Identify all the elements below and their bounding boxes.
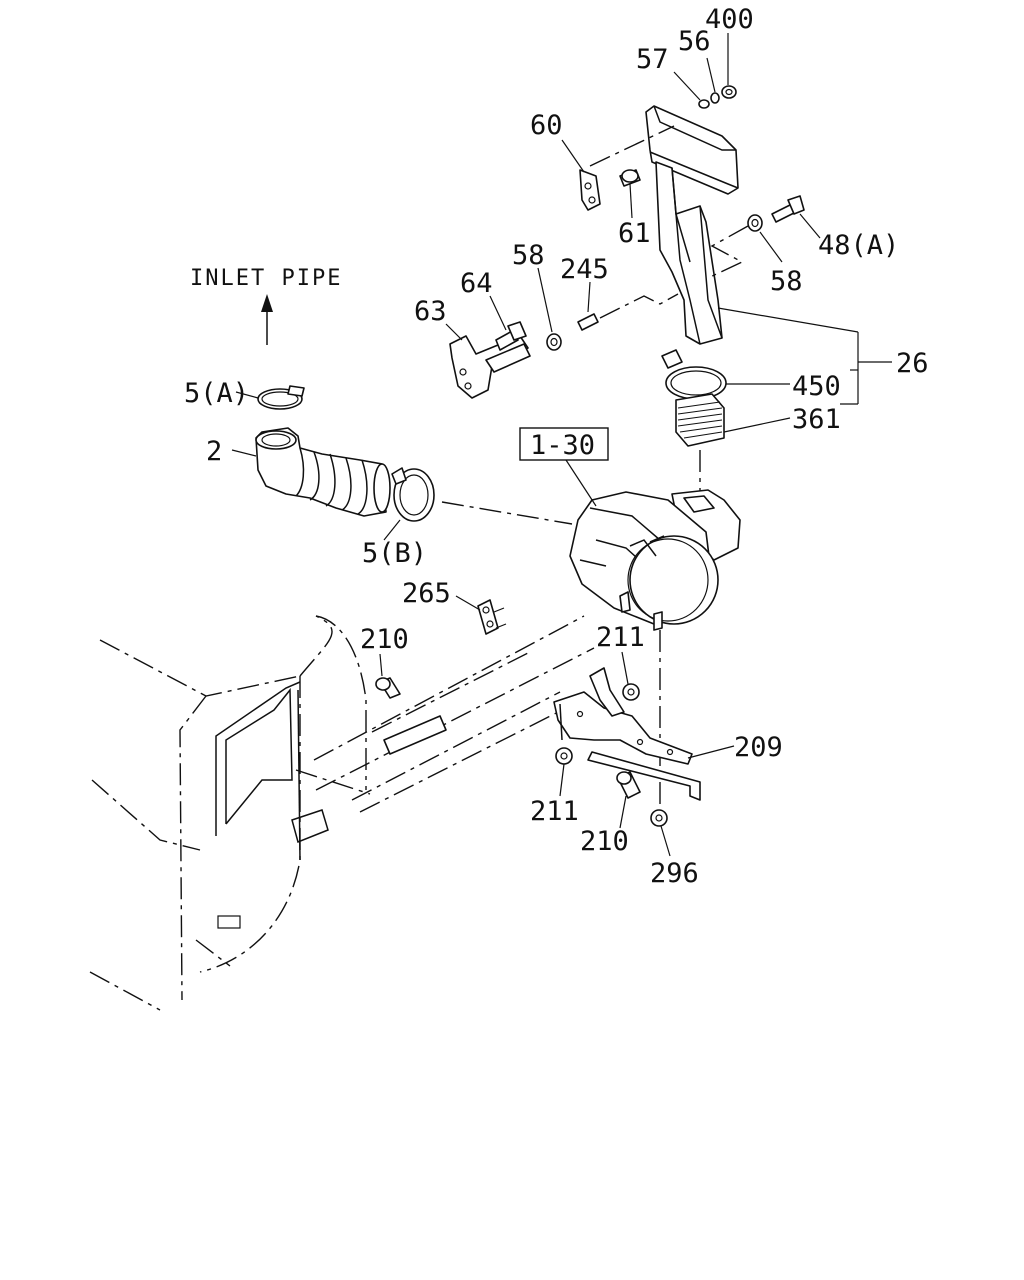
label-5a: 5(A): [184, 378, 249, 409]
label-210-upper: 210: [360, 624, 409, 655]
bolt-61: [619, 169, 641, 187]
label-57: 57: [636, 44, 669, 75]
bolt-210-lower: [616, 771, 641, 799]
leader-210-upper: [379, 653, 383, 677]
label-265: 265: [402, 578, 451, 609]
washer-58-left: [546, 333, 562, 351]
leader-2: [231, 449, 257, 457]
label-361: 361: [792, 404, 841, 435]
leader-296: [660, 825, 671, 857]
nut-211-upper: [622, 683, 640, 701]
leader-63: [445, 323, 463, 341]
dash-line-60: [589, 125, 675, 167]
leader-211-upper: [621, 651, 629, 685]
intake-hose-2: [255, 427, 391, 517]
leader-209: [687, 745, 735, 759]
label-296: 296: [650, 858, 699, 889]
leader-58-left: [537, 267, 553, 333]
leader-60: [561, 139, 585, 173]
label-2: 2: [206, 436, 222, 467]
clamp-5a: [257, 385, 305, 410]
leader-56: [706, 57, 716, 93]
bolt-48a: [771, 195, 805, 223]
label-5b: 5(B): [362, 538, 427, 569]
dash-line-245: [599, 293, 679, 319]
nut-211-lower: [555, 747, 573, 765]
label-211-lower: 211: [530, 796, 579, 827]
label-58-right: 58: [770, 266, 803, 297]
label-210-lower: 210: [580, 826, 629, 857]
pin-245: [577, 313, 599, 331]
label-61: 61: [618, 218, 651, 249]
clamp-450: [661, 349, 727, 400]
air-cleaner-assembly: [569, 489, 741, 631]
leader-64: [489, 295, 507, 331]
label-box-1-30: 1-30: [519, 427, 609, 461]
washer-56: [710, 92, 720, 104]
air-intake-duct: [645, 105, 739, 345]
group-bracket-26: [717, 307, 892, 405]
washer-58-right: [747, 214, 763, 232]
leader-210-lower: [619, 795, 627, 829]
label-209: 209: [734, 732, 783, 763]
leader-57: [673, 71, 701, 101]
cab-outline: [89, 615, 367, 1011]
bolt-210-upper: [375, 677, 401, 699]
inlet-pipe-caption: INLET PIPE: [190, 266, 342, 291]
frame-rails: [295, 615, 595, 813]
dash-line-hose: [441, 501, 573, 525]
label-63: 63: [414, 296, 447, 327]
bracket-60: [579, 169, 601, 211]
leader-361: [723, 417, 791, 433]
leader-5a: [235, 391, 259, 399]
washer-57: [698, 99, 710, 109]
leader-211-lower: [559, 763, 565, 797]
inlet-arrow: [261, 294, 273, 345]
label-245: 245: [560, 254, 609, 285]
label-60: 60: [530, 110, 563, 141]
label-26: 26: [896, 348, 929, 379]
clamp-5b: [391, 467, 435, 522]
nut-296: [650, 809, 668, 827]
label-400: 400: [705, 4, 754, 35]
filter-element-361: [675, 393, 725, 447]
support-bracket-209: [553, 667, 701, 801]
label-64: 64: [460, 268, 493, 299]
leader-58-right: [759, 231, 783, 263]
leader-5b: [383, 519, 401, 541]
label-1-30: 1-30: [530, 430, 595, 461]
leader-245: [587, 281, 591, 313]
leader-1-30: [565, 459, 597, 507]
label-211-upper: 211: [596, 622, 645, 653]
label-450: 450: [792, 371, 841, 402]
leader-265: [455, 595, 481, 611]
leader-61: [629, 183, 633, 219]
leader-48a: [799, 213, 821, 239]
bracket-63: [449, 335, 531, 399]
nut-400: [721, 85, 737, 99]
bracket-265: [477, 599, 507, 635]
dash-line-48a: [707, 225, 749, 279]
label-58-left: 58: [512, 240, 545, 271]
label-56: 56: [678, 26, 711, 57]
bolt-64: [495, 321, 527, 351]
label-48a: 48(A): [818, 230, 899, 261]
